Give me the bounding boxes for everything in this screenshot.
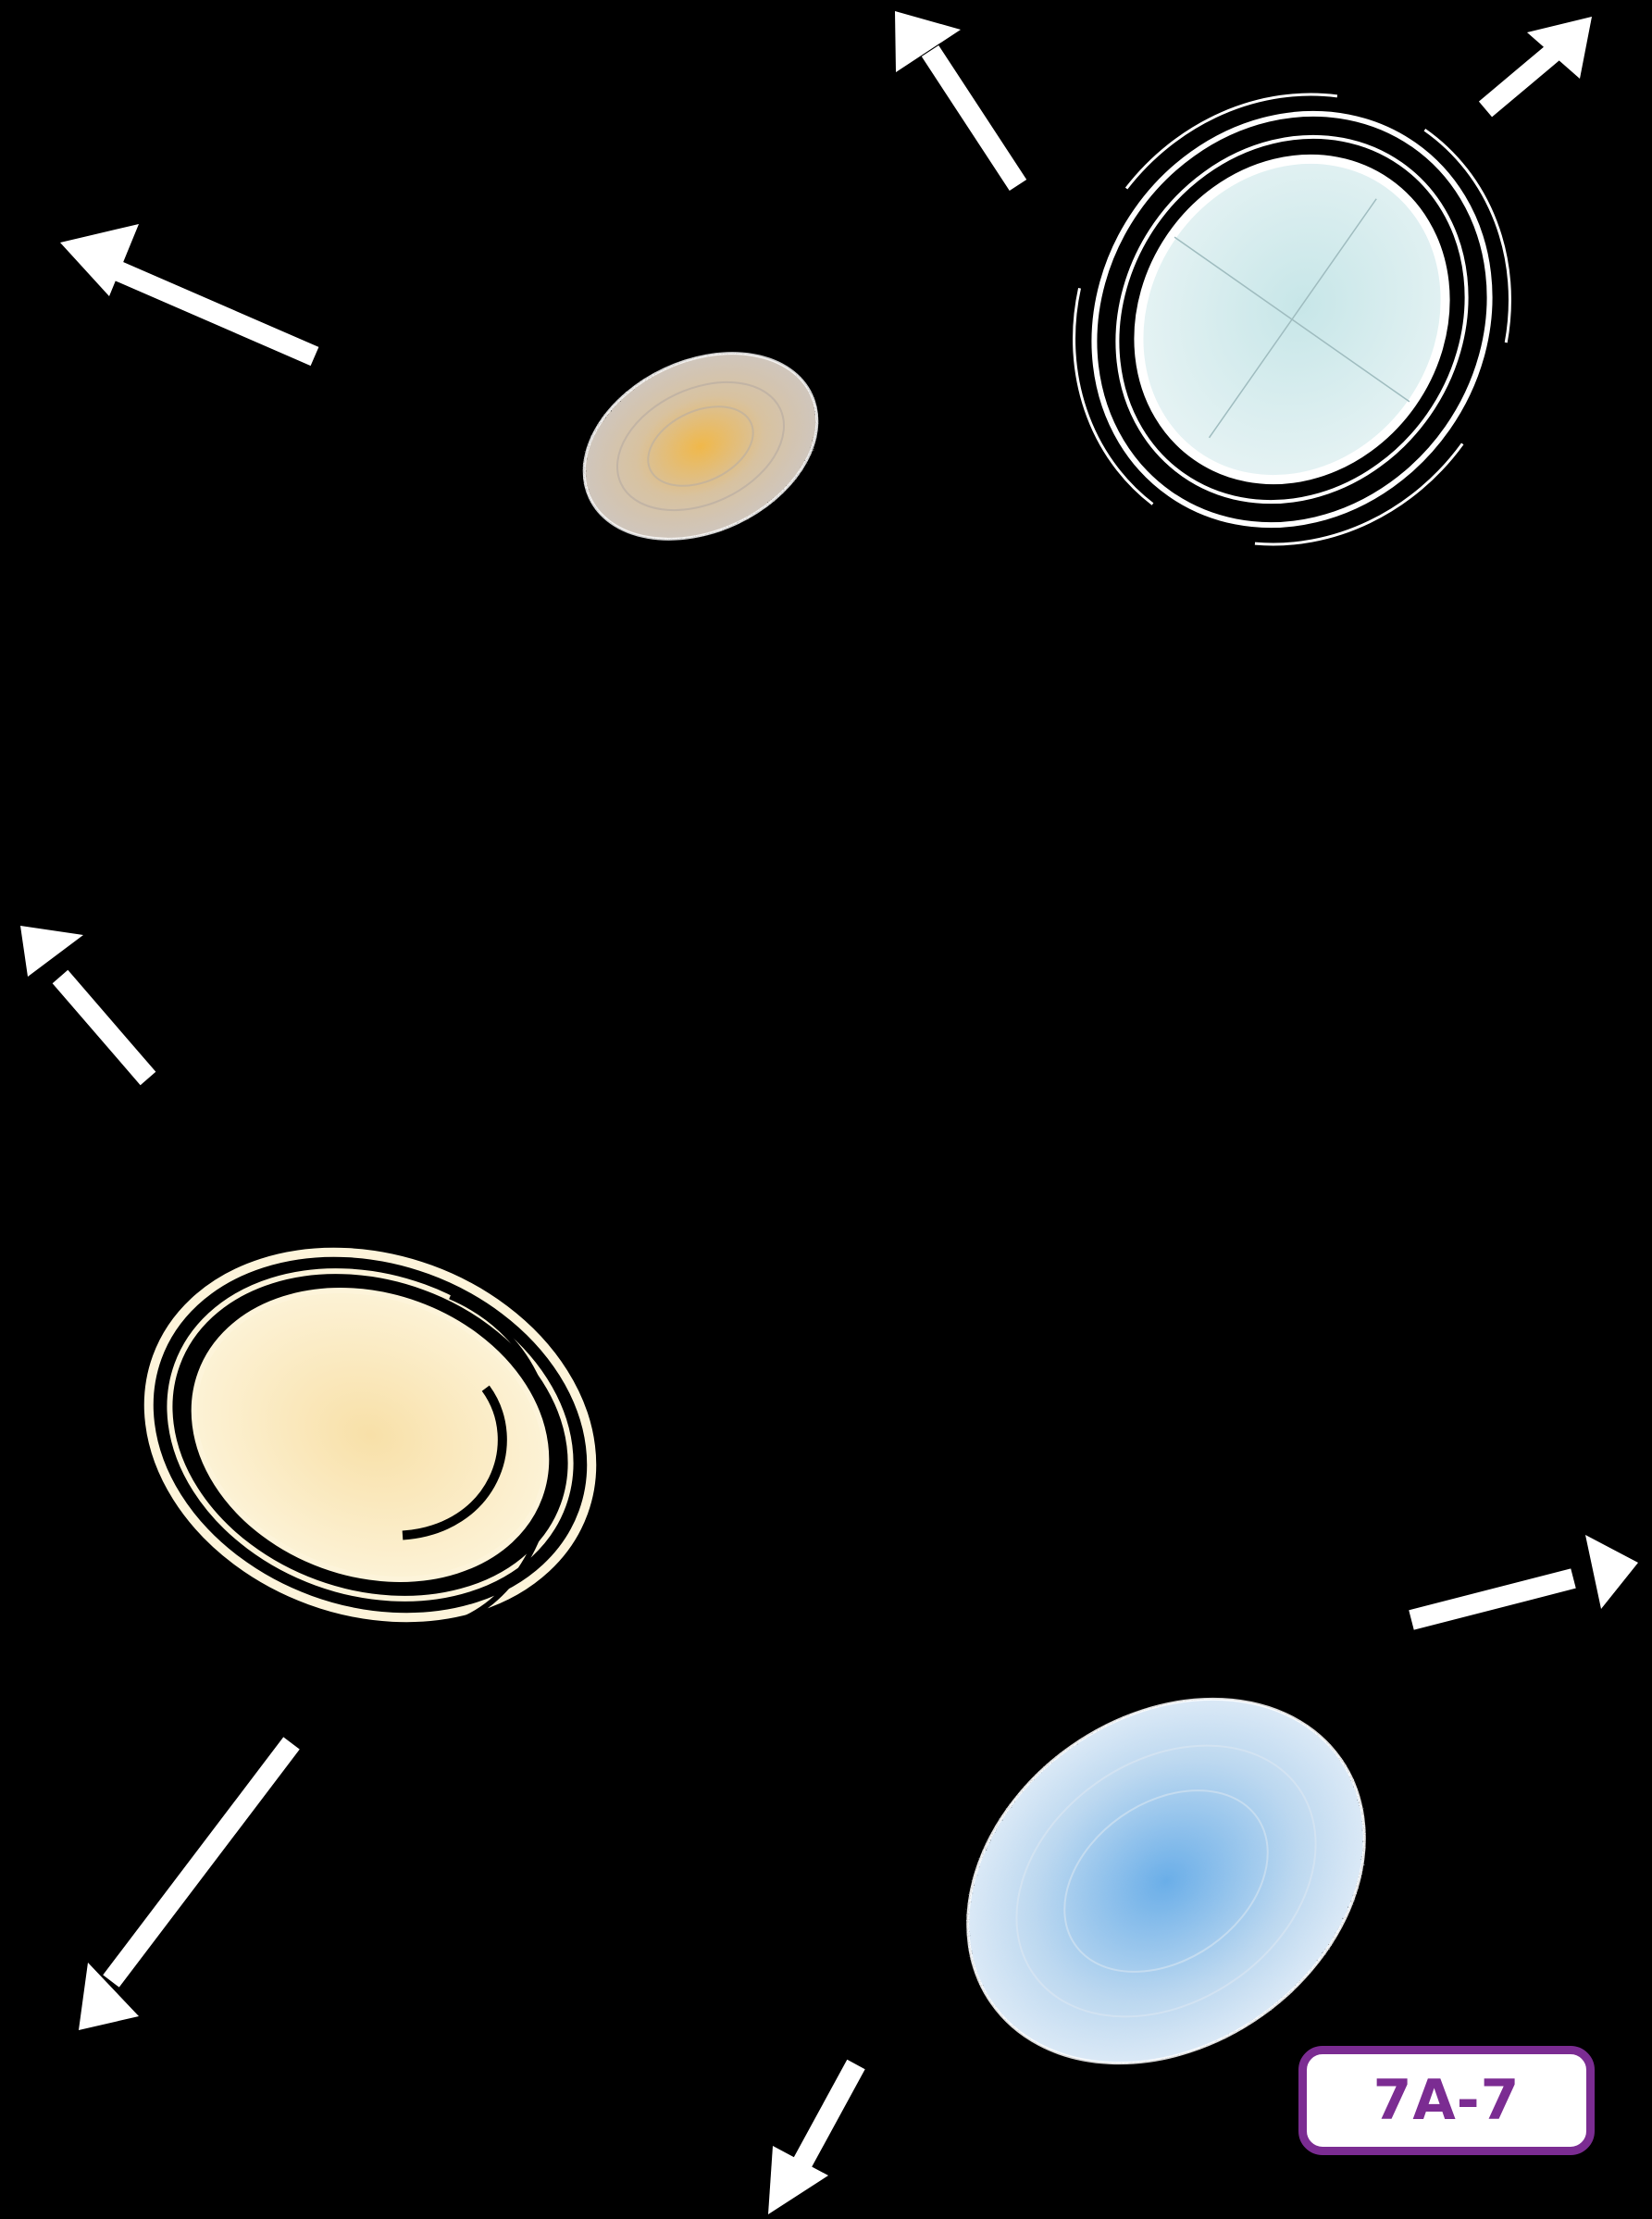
arrow-middle-left [20, 926, 148, 1078]
arrow-bottom-center [768, 2064, 856, 2214]
arrow-top-left [60, 224, 315, 356]
label-badge: 7A-7 [1298, 2046, 1595, 2155]
arrow-right [1411, 1535, 1638, 1620]
arrow-top-right [1485, 17, 1592, 109]
badge-label: 7A-7 [1373, 2068, 1521, 2133]
ringed-spiral-galaxy-left [97, 1192, 643, 1678]
arrow-top-center [895, 11, 1018, 185]
arrow-bottom-left [79, 1743, 292, 2030]
small-elliptical-galaxy [553, 318, 847, 575]
